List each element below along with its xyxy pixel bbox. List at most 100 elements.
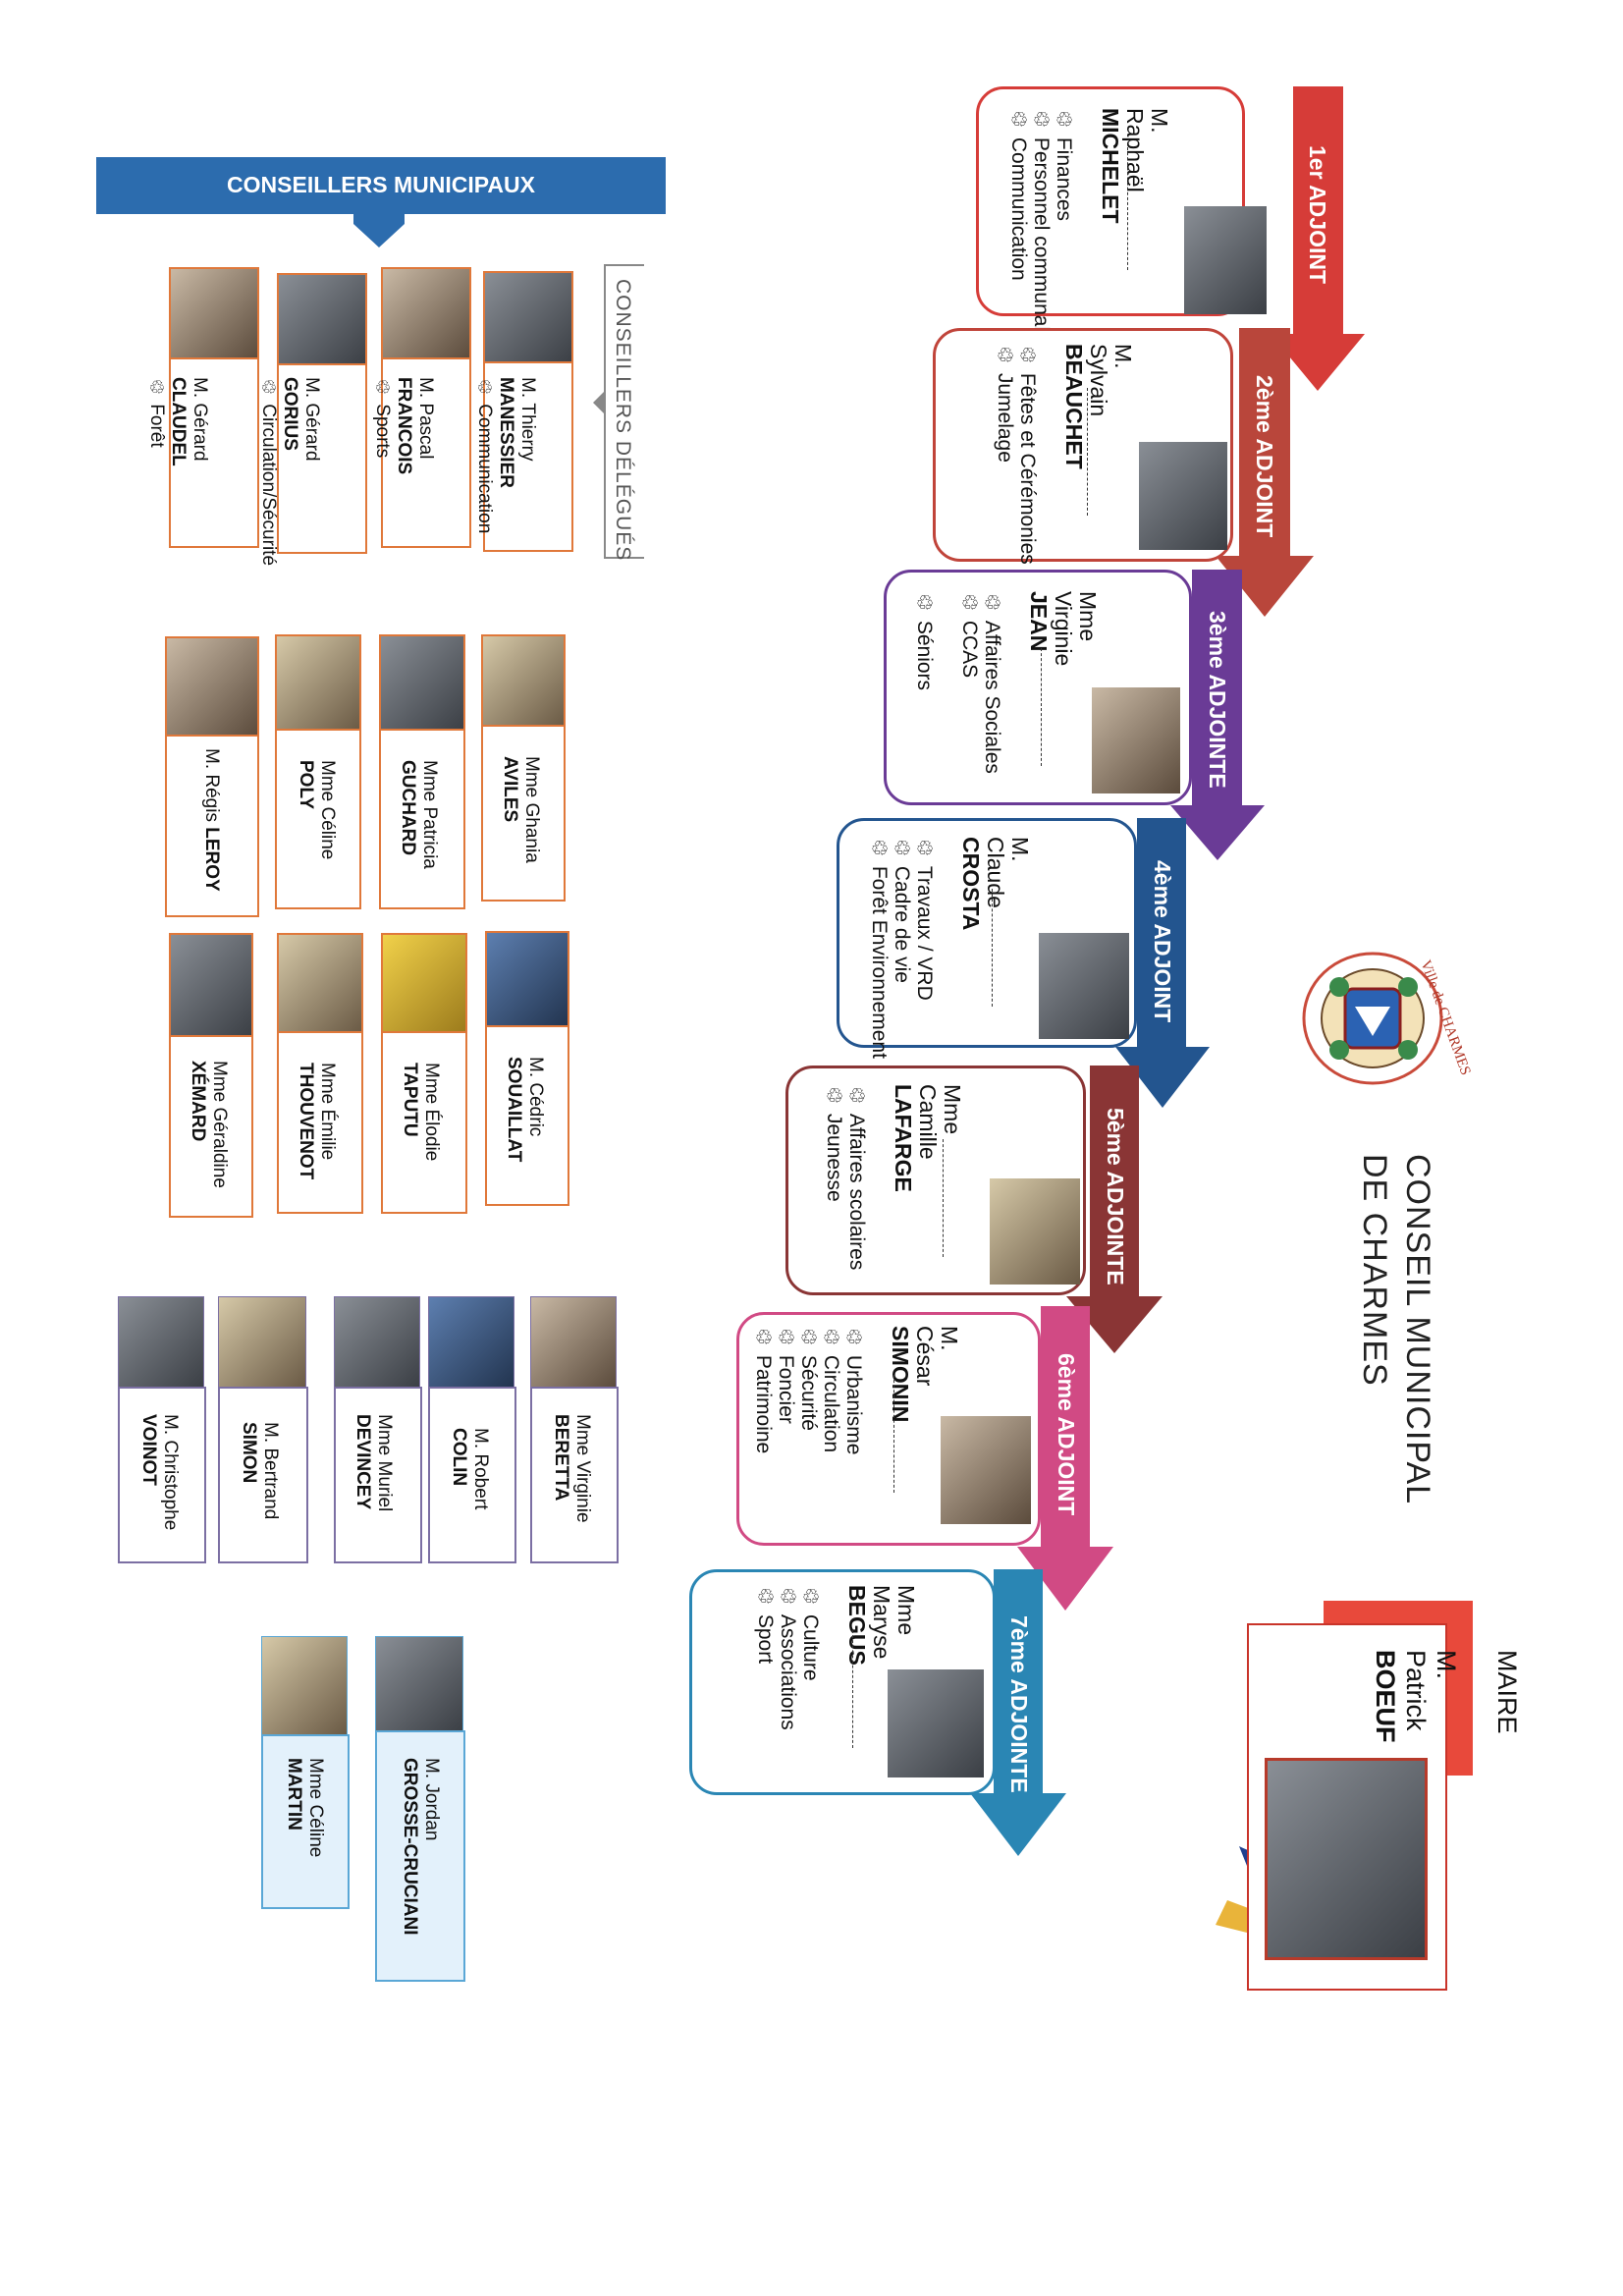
bullet-icon: ♲: [842, 1326, 865, 1355]
bullet-icon: ♲: [752, 1326, 775, 1355]
conseiller-b3-card: [277, 1031, 363, 1214]
bullet-icon: ♲: [1007, 108, 1030, 137]
adjoint-1-text: M. Raphaël MICHELET ♲ Finances ♲ Personn…: [1007, 108, 1172, 332]
maire-last-name: BOEUF: [1371, 1650, 1400, 1743]
adjoint-4-photo: [1039, 933, 1129, 1039]
conseillers-header: CONSEILLERS MUNICIPAUX: [227, 172, 535, 197]
adjoint-2-photo: [1139, 442, 1227, 550]
conseiller-d1-card: [375, 1730, 465, 1982]
delegue-3-card: [277, 363, 367, 554]
delegue-2-card: [381, 357, 471, 548]
delegue-4-card: [169, 357, 259, 548]
adjoint-6-photo: [941, 1416, 1031, 1524]
bullet-icon: ♲: [754, 1585, 777, 1614]
arrow-adjoint-6: [1017, 1306, 1113, 1611]
delegue-1-text: M. Thierry MANESSIER ♲ Communication: [474, 377, 538, 534]
adjoint-5-photo: [990, 1178, 1080, 1285]
bullet-icon: ♲: [777, 1585, 799, 1614]
bullet-icon: ♲: [1016, 344, 1039, 373]
conseillers-banner: [96, 157, 666, 247]
bullet-icon: ♲: [1030, 108, 1053, 137]
conseiller-a4-card: [165, 735, 259, 917]
adjoint-5-label: 5ème ADJOINTE: [1103, 1108, 1128, 1285]
maire-photo: [1265, 1758, 1428, 1960]
arrow-adjoint-5: [1066, 1066, 1163, 1353]
arrow-adjoint-4: [1115, 818, 1210, 1108]
conseiller-a4-photo: [165, 636, 259, 738]
bullet-icon: ♲: [1053, 108, 1075, 137]
conseiller-d2-card: [261, 1734, 350, 1909]
maire-role: MAIRE: [1492, 1650, 1522, 1734]
delegue-2-text: M. Pascal FRANCOIS ♲ Sports: [372, 377, 436, 475]
page-title: CONSEIL MUNICIPAL DE CHARMES: [1356, 1154, 1436, 1505]
conseiller-a3-photo: [275, 634, 361, 733]
adjoint-3-label: 3ème ADJOINTE: [1205, 611, 1230, 789]
bullet-icon: ♲: [823, 1084, 845, 1114]
adjoint-7-text: Mme Maryse BEGUS ♲ Culture ♲ Association…: [754, 1585, 919, 1730]
delegue-3-photo: [277, 273, 367, 367]
delegue-4-text: M. Gérard CLAUDEL ♲ Forêt: [146, 377, 210, 466]
conseiller-d1-photo: [375, 1636, 463, 1732]
conseiller-b4-card: [169, 1035, 253, 1218]
city-logo: Ville de CHARMES: [1294, 938, 1474, 1095]
conseiller-c2-photo: [428, 1296, 514, 1389]
adjoint-5-text: Mme Camille LAFARGE ♲ Affaires scolaires…: [823, 1084, 965, 1271]
adjoint-3-photo: [1092, 687, 1180, 793]
conseiller-c1-photo: [530, 1296, 617, 1389]
conseiller-c4-card: [218, 1387, 308, 1563]
adjoint-7-photo: [888, 1669, 984, 1777]
bullet-icon: ♲: [474, 377, 495, 405]
adjoint-2-text: M. Sylvain BEAUCHET ♲ Fêtes et Cérémonie…: [994, 344, 1136, 565]
conseiller-b2-photo: [381, 933, 467, 1035]
conseiller-a4-text: M. Régis LEROY: [201, 748, 222, 892]
bullet-icon: ♲: [981, 591, 1003, 621]
conseiller-c2-card: [428, 1387, 516, 1563]
bullet-icon: ♲: [845, 1084, 868, 1114]
adjoint-6-text: M. César SIMONIN ♲ Urbanisme ♲ Circulati…: [752, 1326, 962, 1455]
bullet-icon: ♲: [891, 837, 913, 866]
bullet-icon: ♲: [797, 1326, 820, 1355]
conseiller-d2-photo: [261, 1636, 348, 1736]
conseiller-a3-card: [275, 729, 361, 909]
bullet-icon: ♲: [913, 591, 936, 621]
conseiller-b1-photo: [485, 931, 569, 1029]
adjoint-4-label: 4ème ADJOINT: [1150, 860, 1175, 1023]
delegue-4-photo: [169, 267, 259, 361]
bullet-icon: ♲: [258, 377, 279, 405]
bullet-icon: ♲: [958, 591, 981, 621]
delegues-header: CONSEILLERS DÉLÉGUÉS: [612, 279, 634, 562]
conseiller-b2-card: [381, 1031, 467, 1214]
conseiller-b4-photo: [169, 933, 253, 1039]
conseiller-a1-photo: [481, 634, 566, 729]
bullet-icon: ♲: [146, 377, 167, 405]
delegue-1-photo: [483, 271, 573, 365]
bullet-icon: ♲: [994, 344, 1016, 373]
arrow-adjoint-3: [1170, 570, 1265, 860]
bullet-icon: ♲: [868, 837, 891, 866]
bullet-icon: ♲: [913, 837, 936, 866]
delegue-3-text: M. Gérard GORIUS ♲ Circulation/Sécurité: [258, 377, 322, 567]
bullet-icon: ♲: [820, 1326, 842, 1355]
conseiller-a2-card: [379, 729, 465, 909]
adjoint-3-text: Mme Virginie JEAN ♲ Affaires Sociales ♲ …: [913, 591, 1101, 774]
bullet-icon: ♲: [775, 1326, 797, 1355]
conseiller-c5-photo: [118, 1296, 204, 1389]
conseiller-c3-photo: [334, 1296, 420, 1389]
conseiller-a2-photo: [379, 634, 465, 733]
adjoint-1-photo: [1184, 206, 1267, 314]
adjoint-7-label: 7ème ADJOINTE: [1006, 1615, 1032, 1793]
conseiller-b1-card: [485, 1025, 569, 1206]
conseiller-c5-card: [118, 1387, 206, 1563]
